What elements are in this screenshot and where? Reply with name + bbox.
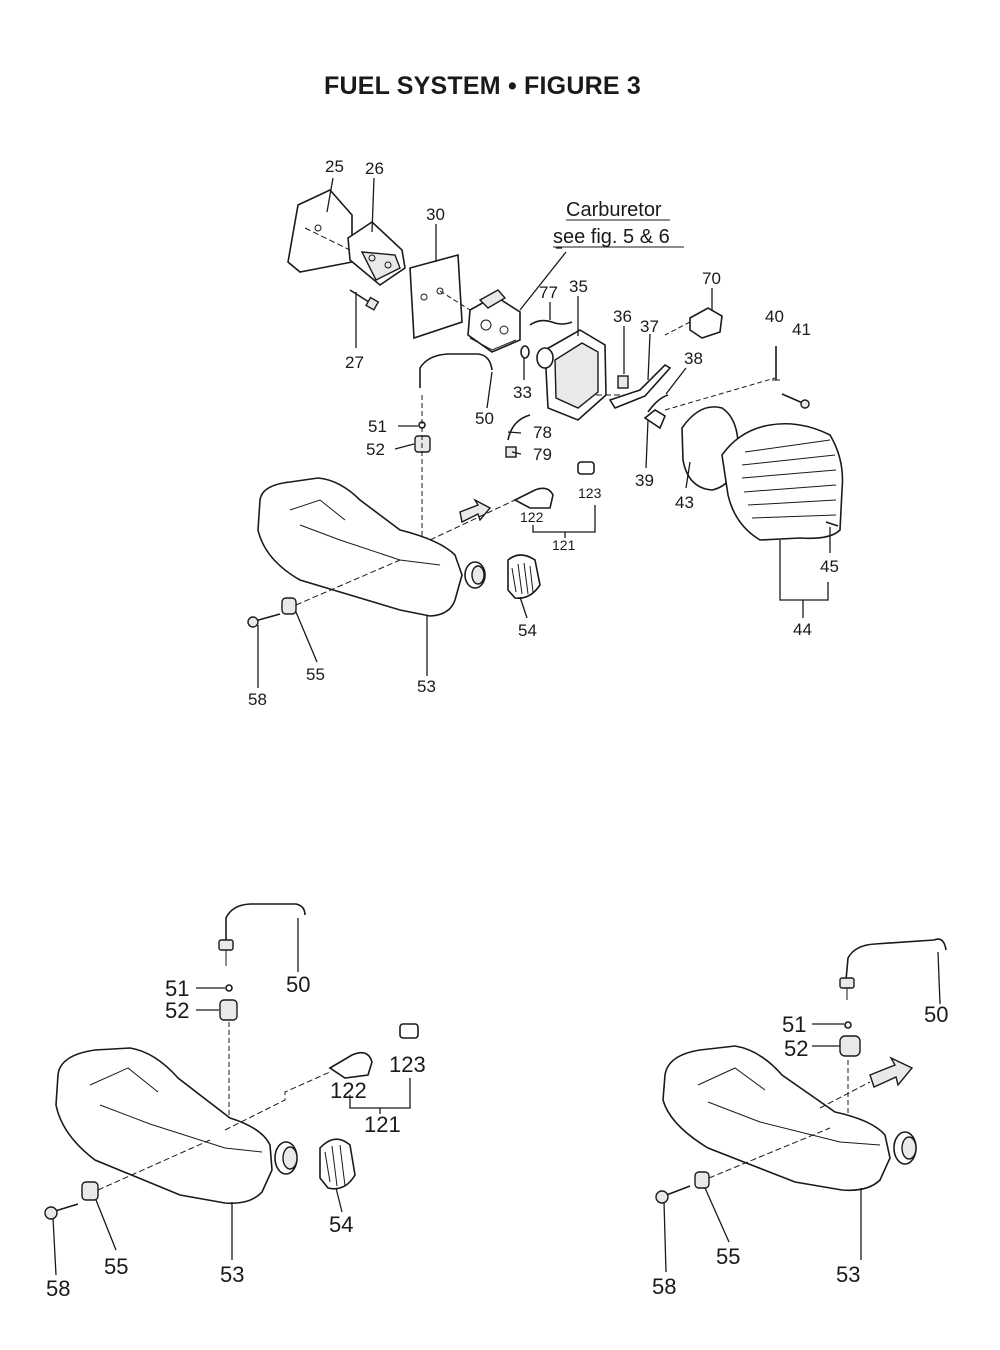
label-123: 123 xyxy=(578,485,602,501)
left-label-54: 54 xyxy=(329,1212,353,1237)
left-label-52: 52 xyxy=(165,998,189,1023)
left-label-51: 51 xyxy=(165,976,189,1001)
part-38-spring xyxy=(647,394,669,413)
label-39: 39 xyxy=(635,471,654,490)
left-label-58: 58 xyxy=(46,1276,70,1301)
part-50-fuel-line xyxy=(419,353,493,388)
part-36-screw xyxy=(617,375,629,389)
part-53-fuel-tank xyxy=(257,477,486,617)
part-39-bracket xyxy=(643,409,667,430)
right-part-53-fuel-tank xyxy=(662,1045,917,1192)
left-part-52-filter xyxy=(219,999,238,1021)
part-54-cap xyxy=(507,554,541,600)
label-41: 41 xyxy=(792,320,811,339)
label-50: 50 xyxy=(475,409,494,428)
label-70: 70 xyxy=(702,269,721,288)
label-45: 45 xyxy=(820,557,839,576)
label-33: 33 xyxy=(513,383,532,402)
right-label-50: 50 xyxy=(924,1002,948,1027)
part-44-cover xyxy=(721,422,844,541)
label-53: 53 xyxy=(417,677,436,696)
right-label-51: 51 xyxy=(782,1012,806,1037)
label-26: 26 xyxy=(365,159,384,178)
left-part-123-fitting xyxy=(399,1023,419,1039)
page-title: FUEL SYSTEM • FIGURE 3 xyxy=(324,72,641,100)
left-label-50: 50 xyxy=(286,972,310,997)
label-55: 55 xyxy=(306,665,325,684)
main-diagram: 25 26 27 30 33 35 36 37 38 39 40 41 43 4… xyxy=(247,157,844,709)
label-54: 54 xyxy=(518,621,537,640)
left-label-122: 122 xyxy=(330,1078,367,1103)
left-detail-diagram: 50 51 52 53 54 55 58 121 122 123 xyxy=(44,903,426,1301)
carburetor-note-line1: Carburetor xyxy=(566,199,662,221)
carburetor-body xyxy=(467,289,521,353)
label-77: 77 xyxy=(539,283,558,302)
part-55-collar xyxy=(281,597,297,615)
label-121: 121 xyxy=(552,537,576,553)
left-part-122-fitting xyxy=(328,1051,373,1079)
left-label-121: 121 xyxy=(364,1112,401,1137)
part-33-oring xyxy=(520,345,530,359)
carburetor-note-line2: see fig. 5 & 6 xyxy=(553,226,670,248)
part-70-choke xyxy=(664,307,723,339)
part-30-gasket xyxy=(409,253,471,340)
label-52: 52 xyxy=(366,440,385,459)
right-part-52-filter xyxy=(839,1035,861,1057)
right-part-50-fuel-line xyxy=(845,938,947,981)
left-part-58-bolt xyxy=(44,1203,79,1220)
label-43: 43 xyxy=(675,493,694,512)
left-part-51-oring xyxy=(225,984,233,992)
right-part-51-oring xyxy=(844,1021,852,1029)
right-detail-diagram: 50 51 52 53 55 58 xyxy=(652,938,948,1299)
left-label-55: 55 xyxy=(104,1254,128,1279)
part-79-grommet xyxy=(505,446,517,458)
arrow-icon xyxy=(459,498,492,524)
part-77-hose xyxy=(529,319,573,326)
label-27: 27 xyxy=(345,353,364,372)
part-58-bolt xyxy=(247,613,281,628)
label-30: 30 xyxy=(426,205,445,224)
right-label-58: 58 xyxy=(652,1274,676,1299)
part-37-bracket xyxy=(608,363,672,409)
part-78-hose xyxy=(507,414,531,441)
label-58: 58 xyxy=(248,690,267,709)
part-40-pin xyxy=(772,346,780,381)
part-45-screw xyxy=(825,521,839,527)
part-25-gasket xyxy=(287,189,353,273)
part-122-fitting xyxy=(513,487,554,509)
part-123-fitting xyxy=(577,461,595,475)
right-arrow-icon xyxy=(869,1056,914,1088)
label-40: 40 xyxy=(765,307,784,326)
part-41-screw xyxy=(781,393,810,409)
label-79: 79 xyxy=(533,445,552,464)
right-label-52: 52 xyxy=(784,1036,808,1061)
left-part-53-fuel-tank xyxy=(55,1047,298,1205)
part-26-insulator xyxy=(347,220,406,287)
right-label-53: 53 xyxy=(836,1262,860,1287)
label-25: 25 xyxy=(325,157,344,176)
right-part-58-bolt xyxy=(655,1185,691,1204)
left-part-54-cap xyxy=(319,1138,356,1190)
left-label-53: 53 xyxy=(220,1262,244,1287)
label-36: 36 xyxy=(613,307,632,326)
right-label-55: 55 xyxy=(716,1244,740,1269)
right-part-55-collar xyxy=(694,1171,710,1189)
left-part-50-fuel-line xyxy=(225,903,306,940)
label-37: 37 xyxy=(640,317,659,336)
label-122: 122 xyxy=(520,509,544,525)
label-38: 38 xyxy=(684,349,703,368)
left-part-55-collar xyxy=(81,1181,99,1201)
label-78: 78 xyxy=(533,423,552,442)
label-35: 35 xyxy=(569,277,588,296)
left-label-123: 123 xyxy=(389,1052,426,1077)
label-44: 44 xyxy=(793,620,812,639)
label-51: 51 xyxy=(368,417,387,436)
part-27-bolt xyxy=(349,289,380,311)
